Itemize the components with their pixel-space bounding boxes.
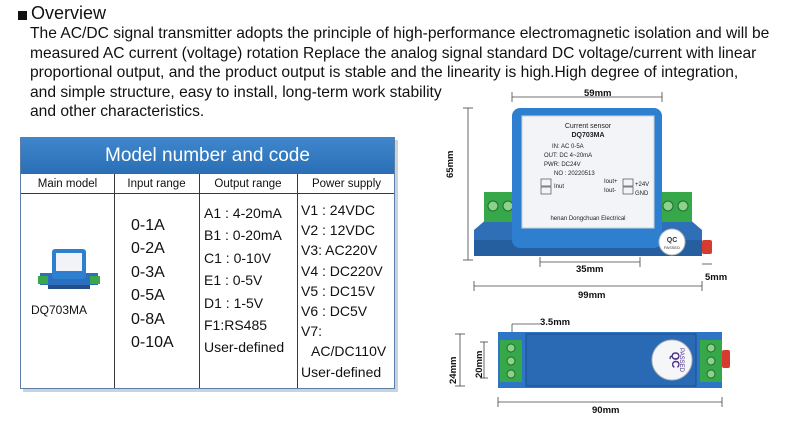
input-range-item: 0-3A xyxy=(131,263,165,281)
label-iout-plus: Iout+ xyxy=(604,179,618,185)
dim-depth-inner: 20mm xyxy=(474,350,485,378)
dim-height: 65mm xyxy=(445,150,456,178)
power-supply-item: V3: AC220V xyxy=(301,242,378,259)
stamp-passed-text: PASSED xyxy=(678,348,684,373)
output-range-item: D1 : 1-5V xyxy=(204,294,264,311)
input-range-item: 0-5A xyxy=(131,287,165,305)
label-no: NO : 20220513 xyxy=(554,171,595,177)
label-gnd: GND xyxy=(635,191,649,197)
table-divider xyxy=(21,193,394,194)
overview-header: Overview xyxy=(18,3,106,24)
dim-depth-outer: 24mm xyxy=(448,356,459,384)
label-plus24: +24V xyxy=(635,182,649,188)
input-range-item: 0-1A xyxy=(131,217,165,234)
label-maker: henan Dongchuan Electrical xyxy=(550,216,625,222)
input-range-list: 0-1A 0-2A 0-3A 0-5A 0-8A 0-10A xyxy=(131,214,174,354)
column-header-input-range: Input range xyxy=(127,178,186,190)
power-supply-item: AC/DC110V xyxy=(311,343,387,360)
bullet-square-icon xyxy=(18,10,27,20)
label-inut: Inut xyxy=(554,184,564,190)
product-thumbnail xyxy=(38,249,100,289)
input-range-item: 0-2A xyxy=(131,240,165,258)
label-iout-minus: Iout- xyxy=(604,188,616,194)
sensor-front-view: Current sensor DQ703MA IN: AC 0-5A OUT: … xyxy=(463,92,712,291)
input-range-item: 0-10A xyxy=(131,334,174,352)
overview-line: proportional output, and the product out… xyxy=(30,64,739,82)
power-supply-item: V1 : 24VDC xyxy=(301,202,375,218)
overview-line: and other characteristics. xyxy=(30,103,205,121)
column-header-power-supply: Power supply xyxy=(311,178,382,190)
dim-foot: 5mm xyxy=(705,272,728,283)
qc-top-text: QC xyxy=(667,237,678,244)
label-in: IN: AC 0-5A xyxy=(552,144,584,150)
sensor-top-view: QC PASSED xyxy=(455,323,730,407)
output-range-list: A1 : 4-20mA B1 : 0-20mA C1 : 0-10V E1 : … xyxy=(204,202,284,359)
overview-line: measured AC current (voltage) rotation R… xyxy=(30,44,757,62)
output-range-item: B1 : 0-20mA xyxy=(204,227,282,244)
table-column-divider xyxy=(114,174,115,388)
power-supply-item: V2 : 12VDC xyxy=(301,222,375,239)
overview-line: and simple structure, easy to install, l… xyxy=(30,83,442,101)
table-column-divider xyxy=(297,174,298,388)
overview-line: The AC/DC signal transmitter adopts the … xyxy=(30,25,770,42)
power-supply-item: User-defined xyxy=(301,363,382,380)
dim-rail: 35mm xyxy=(576,264,604,275)
qc-bottom-text: PASSED xyxy=(664,245,680,250)
overview-title: Overview xyxy=(31,3,107,23)
input-range-item: 0-8A xyxy=(131,310,165,328)
power-supply-item: V5 : DC15V xyxy=(301,282,375,299)
label-title: Current sensor xyxy=(565,123,612,130)
model-table-title: Model number and code xyxy=(21,138,394,174)
main-model-name: DQ703MA xyxy=(31,303,88,317)
table-column-divider xyxy=(199,174,200,388)
dim-overall: 99mm xyxy=(578,290,606,301)
output-range-item: E1 : 0-5V xyxy=(204,272,263,289)
output-range-item: A1 : 4-20mA xyxy=(204,205,282,221)
dim-length: 90mm xyxy=(592,405,620,416)
output-range-item: F1:RS485 xyxy=(204,317,268,334)
power-supply-list: V1 : 24VDC V2 : 12VDC V3: AC220V V4 : DC… xyxy=(301,200,386,382)
column-header-output-range: Output range xyxy=(214,178,282,190)
stamp-qc-text: QC xyxy=(669,352,681,369)
overview-paragraph: The AC/DC signal transmitter adopts the … xyxy=(30,24,792,122)
label-pwr: PWR: DC24V xyxy=(544,162,581,168)
label-model: DQ703MA xyxy=(571,132,604,139)
output-range-item: C1 : 0-10V xyxy=(204,249,271,266)
label-out: OUT: DC 4~20mA xyxy=(544,153,592,159)
output-range-item: User-defined xyxy=(204,339,285,356)
column-header-main-model: Main model xyxy=(37,178,98,190)
power-supply-item: V4 : DC220V xyxy=(301,262,383,279)
dim-hole: 3.5mm xyxy=(540,317,571,328)
power-supply-item: V6 : DC5V xyxy=(301,303,368,320)
power-supply-item: V7: xyxy=(301,323,323,340)
dim-top-width: 59mm xyxy=(584,88,612,99)
